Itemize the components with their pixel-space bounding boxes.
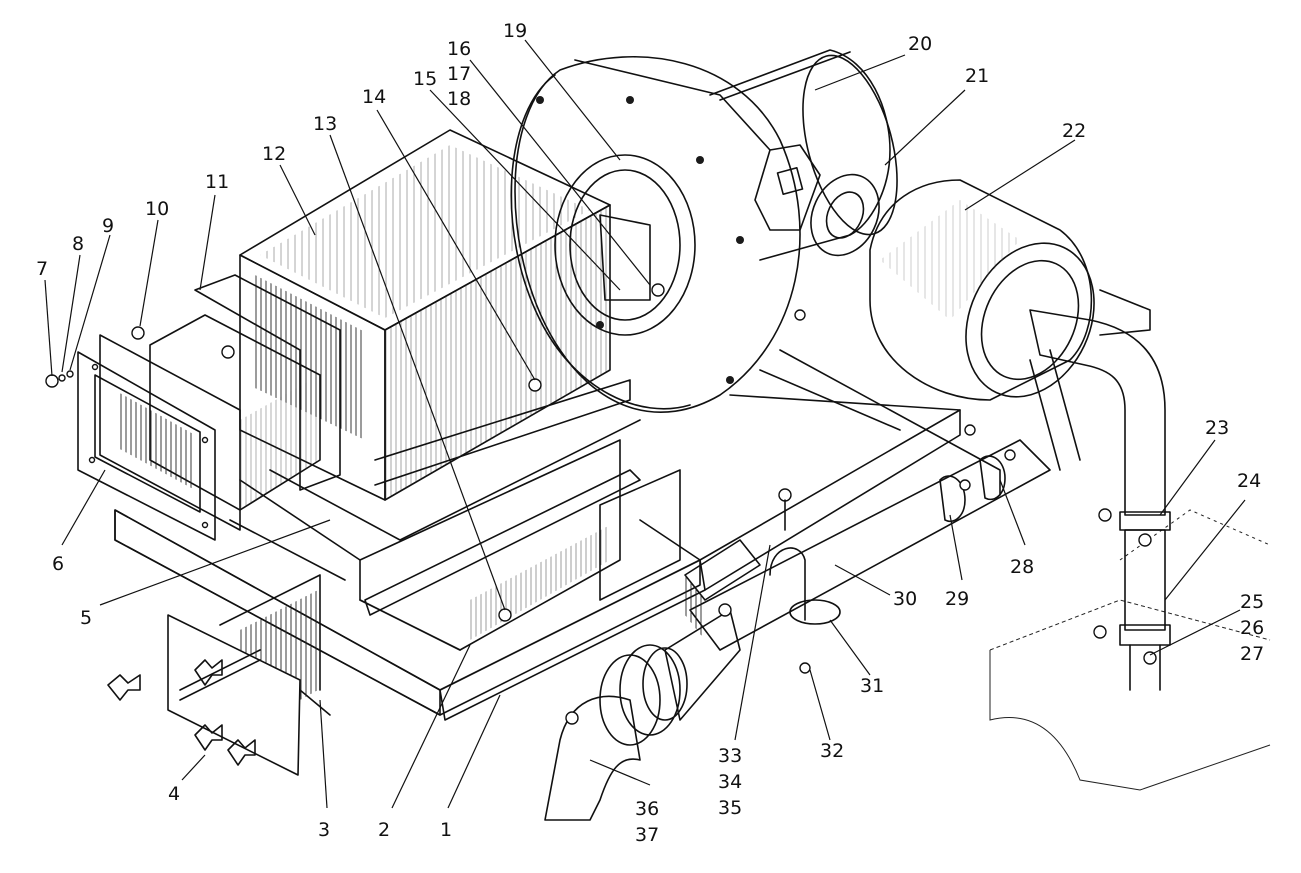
callout-34: 34 (718, 771, 742, 793)
callout-35: 35 (718, 797, 742, 819)
leader-lines (44, 39, 1246, 809)
callout-32: 32 (820, 740, 844, 762)
motor (709, 49, 898, 261)
callout-5: 5 (80, 607, 92, 629)
callout-15: 15 (413, 68, 437, 90)
callout-13: 13 (313, 113, 337, 135)
silencer (869, 179, 1095, 401)
callout-24: 24 (1237, 470, 1261, 492)
callout-3: 3 (318, 819, 330, 841)
callout-27: 27 (1240, 643, 1264, 665)
callout-9: 9 (102, 215, 114, 237)
mounting-bracket (684, 539, 761, 640)
callout-31: 31 (860, 675, 884, 697)
exhaust-pipe (1029, 309, 1171, 691)
callout-labels: 1 2 3 4 5 6 7 8 9 10 11 12 13 14 15 16 1… (36, 20, 1264, 846)
wing-nut (107, 674, 141, 701)
access-panel (107, 574, 331, 776)
callout-14: 14 (362, 86, 386, 108)
wing-nut (194, 724, 223, 751)
callout-6: 6 (52, 553, 64, 575)
u-bolt-support (769, 488, 841, 674)
callout-29: 29 (945, 588, 969, 610)
callout-16: 16 (447, 38, 471, 60)
fasteners (45, 283, 1016, 622)
inlet-pipe (544, 609, 741, 821)
callout-2: 2 (378, 819, 390, 841)
callout-18: 18 (447, 88, 471, 110)
base-frame (114, 289, 1151, 721)
callout-30: 30 (893, 588, 917, 610)
callout-36: 36 (635, 798, 659, 820)
callout-1: 1 (440, 819, 452, 841)
callout-10: 10 (145, 198, 169, 220)
callout-26: 26 (1240, 617, 1264, 639)
blower-volute (510, 55, 801, 414)
callout-21: 21 (965, 65, 989, 87)
callout-8: 8 (72, 233, 84, 255)
callout-11: 11 (205, 171, 229, 193)
callout-37: 37 (635, 824, 659, 846)
callout-17: 17 (447, 63, 471, 85)
callout-25: 25 (1240, 591, 1264, 613)
supply-pipe (689, 349, 1081, 651)
callout-4: 4 (168, 783, 180, 805)
wing-nut (194, 659, 223, 686)
callout-20: 20 (908, 33, 932, 55)
wing-nut (227, 739, 256, 766)
callout-19: 19 (503, 20, 527, 42)
inlet-duct (77, 274, 341, 541)
callout-23: 23 (1205, 417, 1229, 439)
flange-ring (810, 173, 880, 257)
callout-7: 7 (36, 258, 48, 280)
callout-33: 33 (718, 745, 742, 767)
callout-22: 22 (1062, 120, 1086, 142)
callout-28: 28 (1010, 556, 1034, 578)
callout-12: 12 (262, 143, 286, 165)
